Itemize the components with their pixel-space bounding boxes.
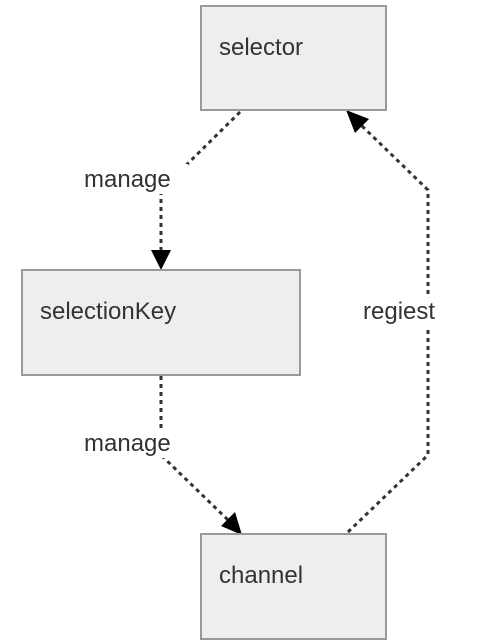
arrow-head xyxy=(346,110,369,133)
edge-label-regiest: regiest xyxy=(363,298,435,325)
edge-line xyxy=(159,110,242,252)
edge-label-background xyxy=(82,164,188,194)
edge-selectionkey-to-channel: manage xyxy=(82,376,242,535)
node-label-selectionkey: selectionKey xyxy=(40,298,176,325)
node-box xyxy=(21,269,301,376)
edge-line xyxy=(159,376,230,522)
edge-label-manage-bottom: manage xyxy=(84,430,171,457)
node-selector: selector xyxy=(200,5,387,111)
node-box xyxy=(200,533,387,640)
node-label-selector: selector xyxy=(219,34,303,61)
edge-label-background xyxy=(360,296,452,326)
node-channel: channel xyxy=(200,533,387,640)
edge-selector-to-selectionkey: manage xyxy=(82,110,242,270)
edge-label-background xyxy=(82,428,188,458)
node-label-channel: channel xyxy=(219,562,303,589)
arrow-head xyxy=(151,250,171,270)
edge-line xyxy=(346,124,430,534)
node-selectionkey: selectionKey xyxy=(21,269,301,376)
edge-label-manage-top: manage xyxy=(84,166,171,193)
edge-channel-to-selector: regiest xyxy=(346,110,452,534)
node-box xyxy=(200,5,387,111)
arrow-head xyxy=(221,512,242,535)
